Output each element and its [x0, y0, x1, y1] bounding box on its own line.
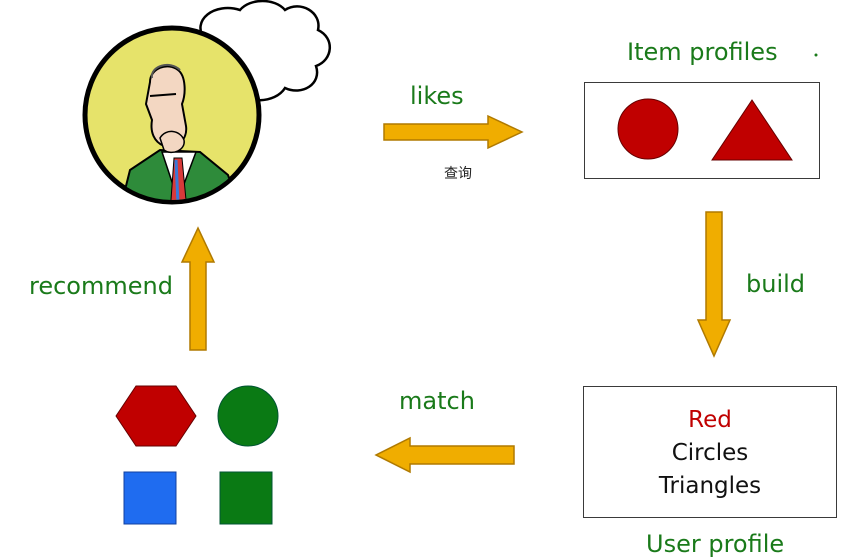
- user-thinking-avatar-icon: [82, 25, 262, 205]
- build-arrow: [696, 211, 732, 358]
- recommend-arrow: [180, 226, 216, 351]
- stray-dot: [814, 53, 818, 57]
- label-likes: likes: [410, 82, 464, 110]
- red-hexagon-icon: [115, 385, 197, 447]
- green-square-icon: [219, 471, 273, 525]
- label-build: build: [746, 270, 806, 298]
- red-circle-icon: [617, 98, 679, 160]
- label-query: 查询: [444, 166, 472, 182]
- profile-line-triangles: Triangles: [658, 473, 762, 499]
- profile-line-circles: Circles: [671, 440, 749, 466]
- blue-square-icon: [123, 471, 177, 525]
- likes-arrow: [383, 114, 524, 150]
- item-profiles-box: [584, 82, 820, 179]
- user-profile-box: Red Circles Triangles: [583, 386, 837, 518]
- profile-line-red: Red: [688, 407, 732, 433]
- green-circle-icon: [217, 385, 279, 447]
- red-triangle-icon: [711, 99, 793, 161]
- label-user-profile: User profile: [646, 530, 785, 558]
- user-profile-lines: Red Circles Triangles: [584, 404, 836, 503]
- label-recommend: recommend: [29, 272, 173, 300]
- label-item-profiles: Item profiles: [627, 38, 778, 66]
- label-match: match: [399, 387, 475, 415]
- match-arrow: [374, 436, 515, 474]
